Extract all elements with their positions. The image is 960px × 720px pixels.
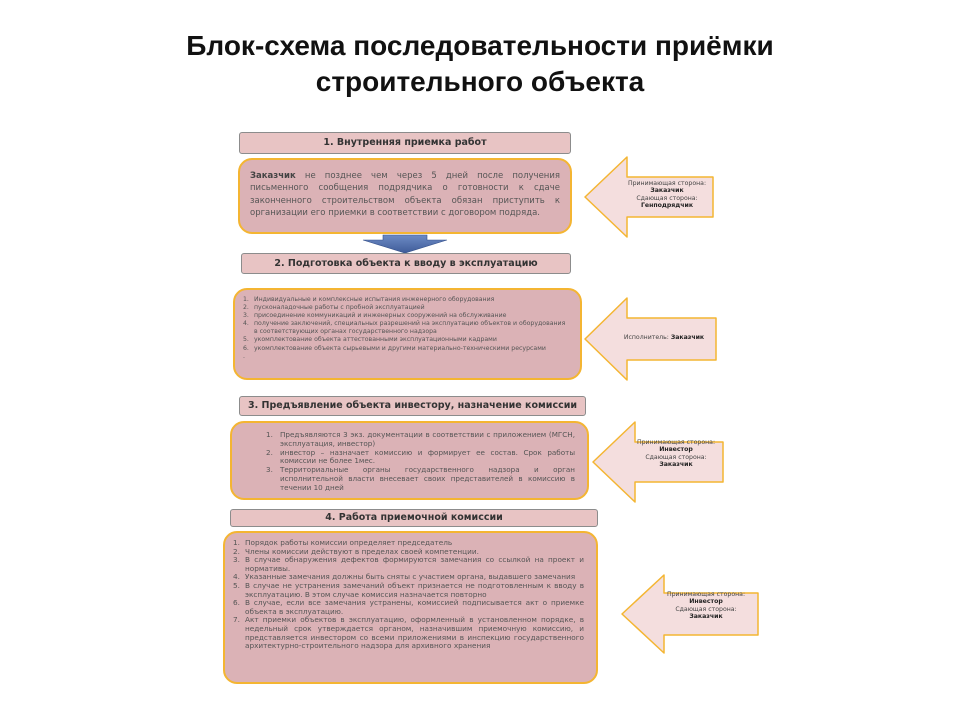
list-item: 3.присоединение коммуникаций и инженерны… — [243, 312, 507, 320]
step-4-box: 1.Порядок работы комиссии определяет пре… — [223, 531, 598, 684]
side-arrow-1-text: Принимающая сторона: Заказчик Сдающая ст… — [627, 180, 707, 210]
step-1-description: не позднее чем через 5 дней после получе… — [250, 171, 560, 219]
side-arrow-2-text: Исполнитель: Заказчик — [623, 334, 705, 341]
step-2-header-text: 2. Подготовка объекта к вводу в эксплуат… — [274, 257, 538, 269]
step-2-header: 2. Подготовка объекта к вводу в эксплуат… — [241, 253, 571, 274]
title-line-1: Блок-схема последовательности приёмки — [186, 30, 774, 61]
side-arrow-4-text: Принимающая сторона: Инвестор Сдающая ст… — [666, 591, 746, 621]
list-item: 4.получение заключений, специальных разр… — [243, 320, 566, 336]
list-item: 6.В случае, если все замечания устранены… — [233, 598, 584, 616]
page-title: Блок-схема последовательности приёмки ст… — [0, 28, 960, 100]
list-item: 6.укомплектование объекта сырьевыми и др… — [243, 344, 546, 352]
down-arrow-1 — [362, 234, 448, 254]
step-3-header: 3. Предъявление объекта инвестору, назна… — [239, 396, 586, 416]
step-4-header-text: 4. Работа приемочной комиссии — [325, 512, 503, 523]
list-item: 2.пусконаладочные работы с пробной экспл… — [243, 304, 425, 312]
step-4-list: 1.Порядок работы комиссии определяет пре… — [233, 538, 584, 651]
step-4-header: 4. Работа приемочной комиссии — [230, 509, 598, 527]
list-item: 3.Территориальные органы государственног… — [266, 465, 575, 492]
step-1-actor: Заказчик — [250, 171, 296, 181]
list-item: 2.Члены комиссии действуют в пределах св… — [233, 546, 479, 556]
list-item: . — [243, 352, 245, 360]
title-line-2: строительного объекта — [315, 66, 645, 97]
step-3-box: 1.Предъявляются 3 экз. документации в со… — [230, 421, 589, 500]
list-item: 7.Акт приемки объектов в эксплуатацию, о… — [233, 615, 584, 651]
list-item: 3.В случае обнаружения дефектов формирую… — [233, 555, 584, 573]
side-arrow-3-text: Принимающая сторона: Инвестор Сдающая ст… — [636, 439, 716, 469]
step-2-box: 1.Индивидуальные и комплексные испытания… — [233, 288, 582, 380]
list-item: 2.инвестор – назначает комиссию и формир… — [266, 447, 575, 466]
step-3-list: 1.Предъявляются 3 экз. документации в со… — [266, 430, 575, 493]
side-arrow-2 — [584, 297, 717, 381]
list-item: 1.Индивидуальные и комплексные испытания… — [243, 296, 495, 303]
step-2-list: 1.Индивидуальные и комплексные испытания… — [243, 296, 570, 361]
list-item: 5.укомплектование объекта аттестованными… — [243, 336, 497, 344]
list-item: 1.Предъявляются 3 экз. документации в со… — [266, 430, 575, 448]
step-1-header: 1. Внутренняя приемка работ — [239, 132, 571, 154]
side-arrow-4 — [621, 574, 759, 654]
list-item: 4.Указанные замечания должны быть сняты … — [233, 572, 576, 582]
step-3-header-text: 3. Предъявление объекта инвестору, назна… — [247, 400, 578, 411]
list-item: 5.В случае не устранения замечаний объек… — [233, 580, 584, 599]
step-1-header-text: 1. Внутренняя приемка работ — [323, 137, 487, 148]
side-arrow-1 — [584, 156, 714, 238]
step-1-box: Заказчик не позднее чем через 5 дней пос… — [238, 158, 572, 234]
step-1-text: Заказчик не позднее чем через 5 дней пос… — [250, 170, 560, 220]
side-arrow-3 — [592, 421, 724, 503]
list-item: 1.Порядок работы комиссии определяет пре… — [233, 538, 453, 547]
